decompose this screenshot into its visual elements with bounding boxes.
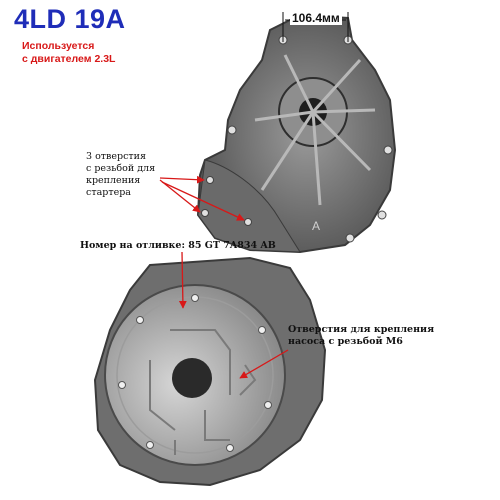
pump-holes-note: Отверстия для крепления насоса с резьбой…	[288, 324, 435, 347]
pump-face-photo	[93, 256, 327, 487]
bell-housing-photo	[196, 13, 397, 254]
dimension-label: 106.4мм	[290, 11, 342, 25]
annotation-arrows	[159, 175, 289, 379]
casting-marking: A	[312, 219, 320, 233]
page-title: 4LD 19A	[14, 4, 126, 34]
casting-number-note: Номер на отливке: 85 GT 7A834 AB	[80, 240, 276, 251]
usage-note: Используется с двигателем 2.3L	[22, 40, 116, 65]
starter-holes-note: 3 отверстия с резьбой для крепления стар…	[86, 151, 156, 198]
